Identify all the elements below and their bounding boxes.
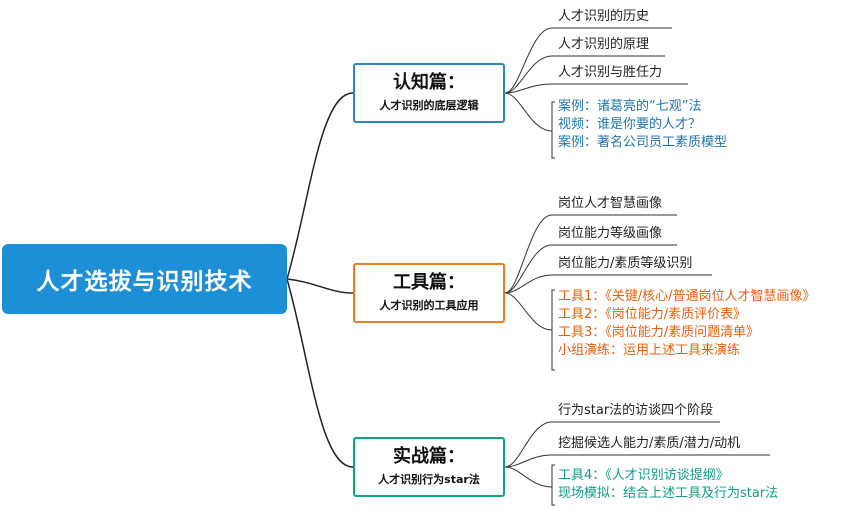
note-group: 工具4：《人才识别访谈提纲》 现场模拟：结合上述工具及行为star法 — [558, 467, 778, 503]
b2-leaf-1 — [504, 214, 677, 294]
note-group: 工具1：《关键/核心/普通岗位人才智慧画像》 工具2：《岗位能力/素质评价表》 … — [558, 288, 816, 360]
note-item: 工具4：《人才识别访谈提纲》 — [558, 468, 729, 483]
note-item: 案例：著名公司员工素质模型 — [558, 135, 728, 150]
branch-subtitle: 人才识别的工具应用 — [379, 299, 479, 312]
note-item: 小组演练：运用上述工具来演练 — [558, 343, 741, 358]
b1-leaf-2 — [504, 55, 665, 94]
branch-title: 认知篇： — [393, 72, 465, 93]
b2-group-bracket — [551, 289, 555, 371]
branch-subtitle: 人才识别行为star法 — [378, 473, 480, 486]
leaf-item: 挖掘候选人能力/素质/潜力/动机 — [558, 436, 741, 451]
note-item: 工具2：《岗位能力/素质评价表》 — [558, 307, 747, 322]
note-group: 案例：诸葛亮的“七观”法 视频：谁是你要的人才？ 案例：著名公司员工素质模型 — [558, 98, 727, 152]
leaf-item: 行为star法的访谈四个阶段 — [558, 403, 714, 418]
branch-subtitle: 人才识别的底层逻辑 — [379, 99, 479, 112]
b1-leaf-4 — [504, 92, 553, 132]
branch-cognition: 认知篇： 人才识别的底层逻辑 — [353, 63, 505, 123]
note-item: 工具3：《岗位能力/素质问题清单》 — [558, 325, 760, 340]
branch-tools: 工具篇： 人才识别的工具应用 — [353, 263, 505, 323]
leaf-item: 人才识别的原理 — [558, 37, 650, 52]
root-topic: 人才选拔与识别技术 — [2, 244, 287, 314]
leaf-item: 人才识别的历史 — [558, 9, 650, 24]
b3-group-bracket — [551, 464, 555, 506]
b2-leaf-3 — [504, 274, 712, 294]
note-item: 现场模拟：结合上述工具及行为star法 — [558, 486, 779, 501]
root-to-branch-2 — [286, 278, 354, 294]
b1-group-bracket — [551, 101, 555, 159]
branch-practice: 实战篇： 人才识别行为star法 — [353, 437, 505, 497]
leaf-item: 岗位能力/素质等级识别 — [558, 256, 693, 271]
leaf-item: 岗位能力等级画像 — [558, 226, 663, 241]
branch-title: 工具篇： — [393, 272, 465, 293]
b3-leaf-3 — [504, 466, 553, 488]
b2-leaf-2 — [504, 244, 677, 294]
b3-leaf-2 — [504, 454, 770, 468]
leaf-item: 人才识别与胜任力 — [558, 65, 663, 80]
b1-leaf-1 — [504, 27, 672, 94]
root-title: 人才选拔与识别技术 — [36, 269, 253, 295]
b1-leaf-3 — [504, 83, 688, 94]
b3-leaf-1 — [504, 421, 720, 468]
leaf-item: 岗位人才智慧画像 — [558, 196, 663, 211]
note-item: 视频：谁是你要的人才？ — [558, 117, 702, 132]
b2-leaf-4 — [504, 292, 553, 331]
note-item: 案例：诸葛亮的“七观”法 — [558, 99, 702, 114]
branch-title: 实战篇： — [393, 446, 465, 467]
root-to-branch-3 — [286, 278, 354, 468]
note-item: 工具1：《关键/核心/普通岗位人才智慧画像》 — [558, 289, 816, 304]
root-to-branch-1 — [286, 92, 354, 280]
